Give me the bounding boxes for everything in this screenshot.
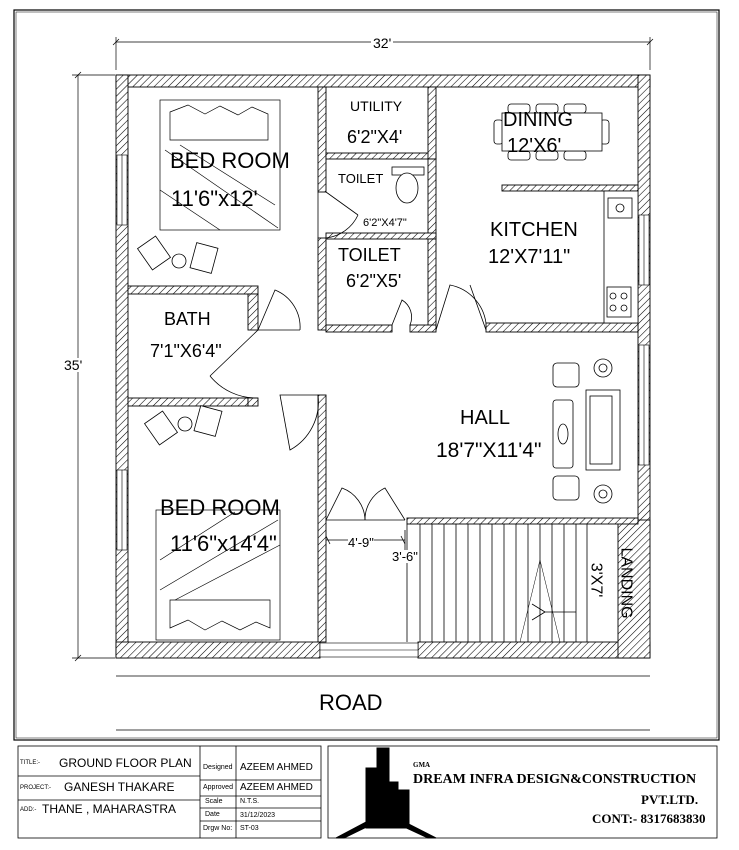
windows (116, 154, 650, 658)
width-dimension: 32' (371, 35, 394, 51)
approved-value: AZEEM AHMED (240, 782, 313, 793)
drawing-title: GROUND FLOOR PLAN (59, 756, 192, 770)
drawing-number-label: Drgw No: (203, 825, 233, 832)
date-label: Date (205, 811, 220, 818)
opening-dimension: 4'-9" (348, 535, 374, 550)
bedroom1-size: 11'6"x12' (171, 186, 258, 211)
company-contact: CONT:- 8317683830 (592, 811, 706, 826)
utility-size: 6'2"X4' (347, 127, 403, 147)
bed-top (159, 99, 281, 231)
project-name: GANESH THAKARE (64, 780, 175, 794)
dining-name: DINING (503, 109, 573, 131)
sheet-border (13, 9, 720, 741)
company-logo (335, 747, 437, 839)
landing-size: 3'X7' (587, 562, 605, 598)
date-value: 31/12/2023 (240, 812, 276, 819)
company-suffix: PVT.LTD. (641, 792, 699, 807)
bed-bottom (155, 509, 281, 641)
stair-dimension: 3'-6" (392, 549, 418, 564)
kitchen-size: 12'X7'11" (488, 246, 571, 268)
scale-label: Scale (205, 798, 223, 805)
sheet-inner-border (15, 11, 718, 739)
toilet1-size: 6'2"X4'7" (363, 217, 407, 229)
company-short: GMA (413, 761, 431, 769)
address-label: ADD:- (20, 807, 37, 813)
bedroom2-name: BED ROOM (160, 495, 280, 520)
bath-name: BATH (164, 309, 211, 329)
dining-table (493, 103, 610, 161)
toilet2-size: 6'2"X5' (346, 271, 402, 291)
designed-value: AZEEM AHMED (240, 762, 313, 773)
bath-size: 7'1"X6'4" (150, 341, 222, 361)
height-dimension: 35' (64, 357, 83, 373)
hall-name: HALL (460, 407, 511, 429)
toilet-fixture (391, 166, 425, 204)
project-label: PROJECT:- (20, 785, 52, 791)
kitchen-counter (603, 190, 639, 324)
kitchen-name: KITCHEN (490, 219, 578, 241)
hall-sofa-set (552, 358, 621, 504)
company-name: DREAM INFRA DESIGN&CONSTRUCTION (413, 772, 697, 787)
chairs-bottom (143, 405, 223, 446)
hall-size: 18'7"X11'4" (436, 439, 542, 462)
dining-size: 12'X6' (507, 135, 562, 157)
bedroom1-name: BED ROOM (170, 148, 290, 173)
scale-value: N.T.S. (240, 798, 260, 805)
approved-label: Approved (203, 784, 233, 791)
road-label: ROAD (319, 690, 383, 715)
drawing-number-value: ST-03 (240, 825, 259, 832)
toilet1-name: TOILET (338, 171, 384, 186)
utility-name: UTILITY (350, 98, 403, 114)
landing-name: LANDING (617, 547, 635, 619)
title-block (17, 745, 718, 839)
staircase (398, 524, 588, 643)
title-label: TITLE:- (20, 760, 41, 766)
address-value: THANE , MAHARASTRA (42, 802, 177, 816)
designed-label: Designed (203, 764, 233, 771)
chairs-top (136, 235, 219, 274)
toilet2-name: TOILET (338, 245, 401, 265)
bedroom2-size: 11'6"x14'4" (170, 531, 277, 556)
